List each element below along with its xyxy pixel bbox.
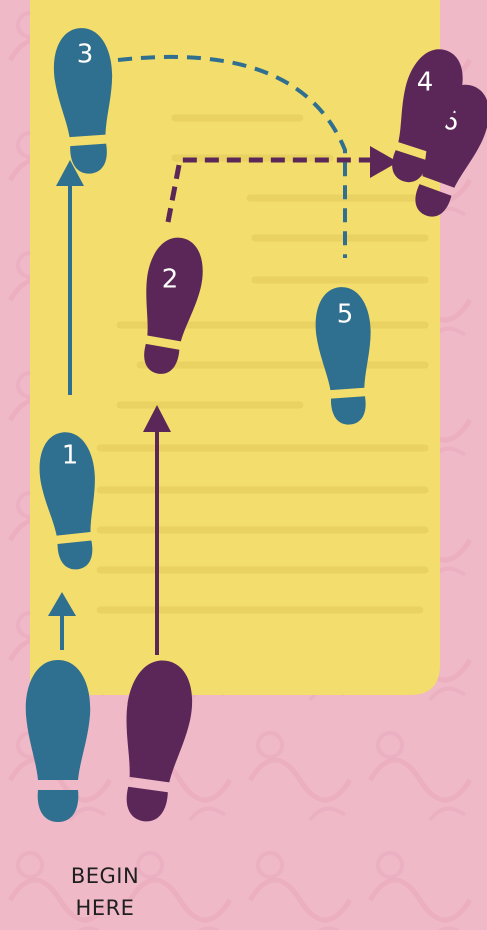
step-5-foot-number: 5 <box>337 300 354 330</box>
step-3-foot-number: 3 <box>77 40 94 70</box>
step-2-foot-number: 2 <box>162 265 179 295</box>
foot-sole <box>26 660 90 780</box>
begin-here-label: BEGIN HERE <box>20 860 190 924</box>
begin-label-line2: HERE <box>20 892 190 924</box>
step-4-foot-number: 4 <box>417 68 434 98</box>
begin-label-line1: BEGIN <box>20 860 190 892</box>
step-1-foot-number: 1 <box>62 441 79 471</box>
